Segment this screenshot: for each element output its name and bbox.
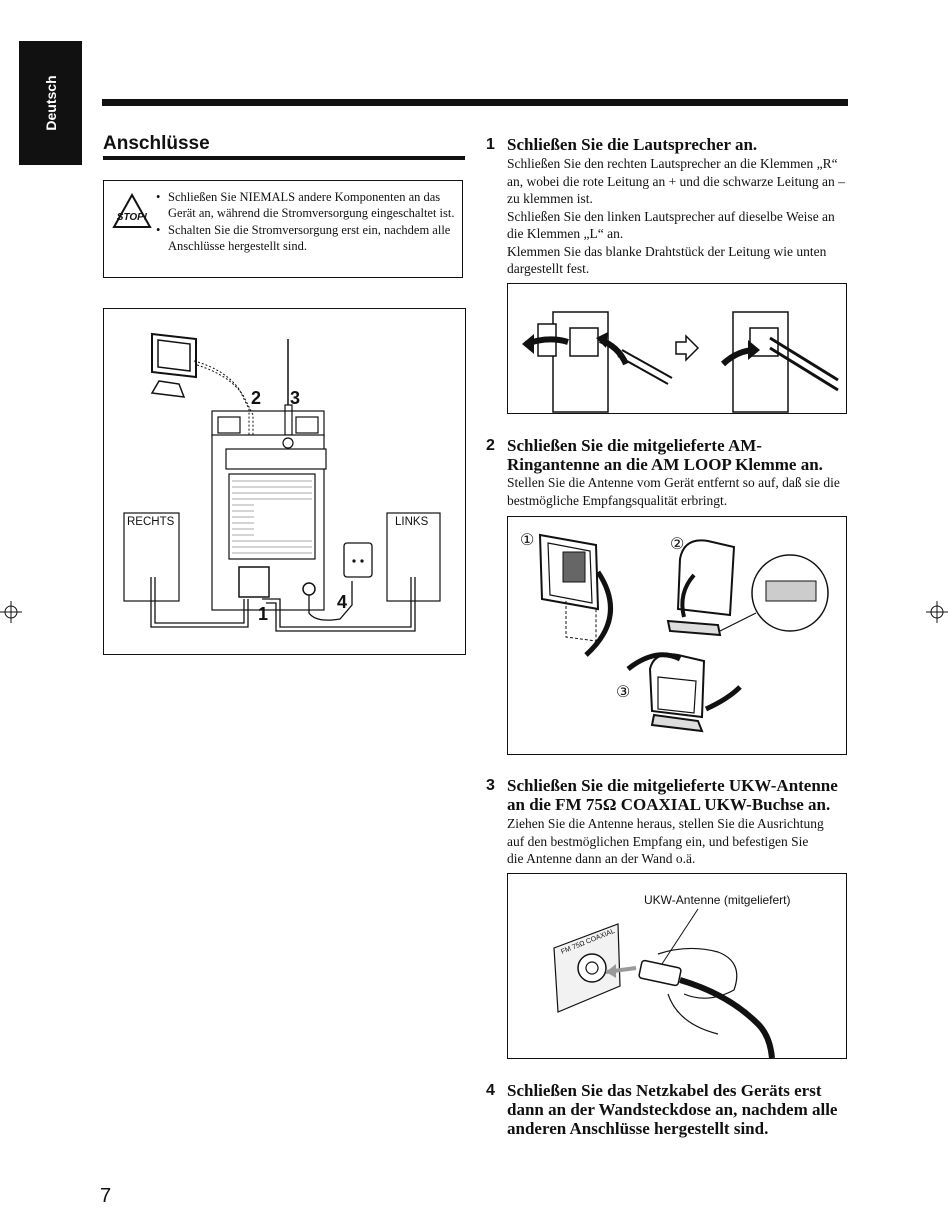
speaker-terminal-figure xyxy=(507,283,847,414)
callout-3: 3 xyxy=(290,388,300,408)
fm-antenna-drawing: UKW-Antenne (mitgeliefert) FM 75Ω COAXIA… xyxy=(553,893,791,1059)
next-step-arrow xyxy=(675,334,700,362)
fm-plug xyxy=(638,959,682,987)
fm-cable xyxy=(679,977,775,1059)
warning-item: Schalten Sie die Stromversorgung erst ei… xyxy=(156,222,456,254)
registration-mark-icon xyxy=(926,601,948,623)
callout-4: 4 xyxy=(337,592,347,612)
power-cable xyxy=(308,581,353,621)
warning-item: Schließen Sie NIEMALS andere Komponenten… xyxy=(156,189,456,221)
step-heading: Schließen Sie die mitgelieferte AM-Ringa… xyxy=(507,436,823,474)
step-number: 1 xyxy=(486,136,495,153)
top-rule xyxy=(102,99,848,106)
vent-grille xyxy=(232,480,312,554)
speaker-left-cable xyxy=(262,577,412,628)
step-body: Ziehen Sie die Antenne heraus, stellen S… xyxy=(507,815,827,868)
warning-list: Schließen Sie NIEMALS andere Komponenten… xyxy=(156,189,456,255)
step-paragraph: Stellen Sie die Antenne vom Gerät entfer… xyxy=(507,475,840,508)
unit-rear-panel-drawing xyxy=(211,410,327,611)
fm-antenna-figure: UKW-Antenne (mitgeliefert) FM 75Ω COAXIA… xyxy=(507,873,847,1059)
step-paragraph: Klemmen Sie das blanke Drahtstück der Le… xyxy=(507,243,827,277)
language-tab: Deutsch xyxy=(19,41,82,165)
connection-diagram: RECHTS LINKS 2 3 1 4 xyxy=(103,308,466,655)
step-heading: Schließen Sie das Netzkabel des Geräts e… xyxy=(507,1081,838,1138)
speaker-left-label: LINKS xyxy=(395,516,429,528)
speaker-right-cable xyxy=(150,577,249,628)
speaker-terminal-drawing xyxy=(522,311,839,413)
page-number: 7 xyxy=(100,1185,112,1207)
am-antenna-wire xyxy=(193,360,250,439)
step-body: Stellen Sie die Antenne vom Gerät entfer… xyxy=(507,474,847,509)
am-antenna-figure: ① ② ③ xyxy=(507,516,847,755)
assembly-mark-1: ① xyxy=(520,532,534,549)
step-paragraph: Schließen Sie den linken Lautsprecher au… xyxy=(507,208,835,242)
wire-end xyxy=(617,355,669,385)
wall-outlet xyxy=(343,542,373,578)
step-paragraph: Ziehen Sie die Antenne heraus, stellen S… xyxy=(507,816,824,866)
section-title-rule xyxy=(103,156,465,160)
warning-box: STOP! Schließen Sie NIEMALS andere Kompo… xyxy=(103,180,463,278)
section-title: Anschlüsse xyxy=(103,133,210,154)
callout-2: 2 xyxy=(251,388,261,408)
step-heading: Schließen Sie die mitgelieferte UKW-Ante… xyxy=(507,776,838,814)
speaker-left-box xyxy=(386,512,441,602)
connection-diagram-drawing: RECHTS LINKS 2 3 1 4 xyxy=(123,332,441,632)
speaker-right-label: RECHTS xyxy=(127,516,175,528)
step-heading: Schließen Sie die Lautsprecher an. xyxy=(507,135,758,154)
fm-antenna-label: UKW-Antenne (mitgeliefert) xyxy=(644,893,791,907)
assembly-mark-2: ② xyxy=(670,536,684,553)
step-paragraph: Schließen Sie den rechten Lautsprecher a… xyxy=(507,156,845,206)
step-number: 3 xyxy=(486,777,495,794)
label-leader-line xyxy=(657,908,699,971)
step-number: 2 xyxy=(486,437,495,454)
assembly-mark-3: ③ xyxy=(616,684,630,701)
am-antenna-drawing: ① ② ③ xyxy=(520,532,829,733)
stop-warning-icon: STOP! xyxy=(112,193,152,228)
registration-mark-icon xyxy=(0,601,22,623)
hand-outline xyxy=(657,947,738,999)
callout-1: 1 xyxy=(258,604,268,624)
step-body: Schließen Sie den rechten Lautsprecher a… xyxy=(507,155,847,278)
am-loop-antenna-drawing xyxy=(150,332,197,398)
step-number: 4 xyxy=(486,1082,495,1099)
language-tab-label: Deutsch xyxy=(42,75,59,131)
stop-icon-text: STOP! xyxy=(117,212,148,223)
